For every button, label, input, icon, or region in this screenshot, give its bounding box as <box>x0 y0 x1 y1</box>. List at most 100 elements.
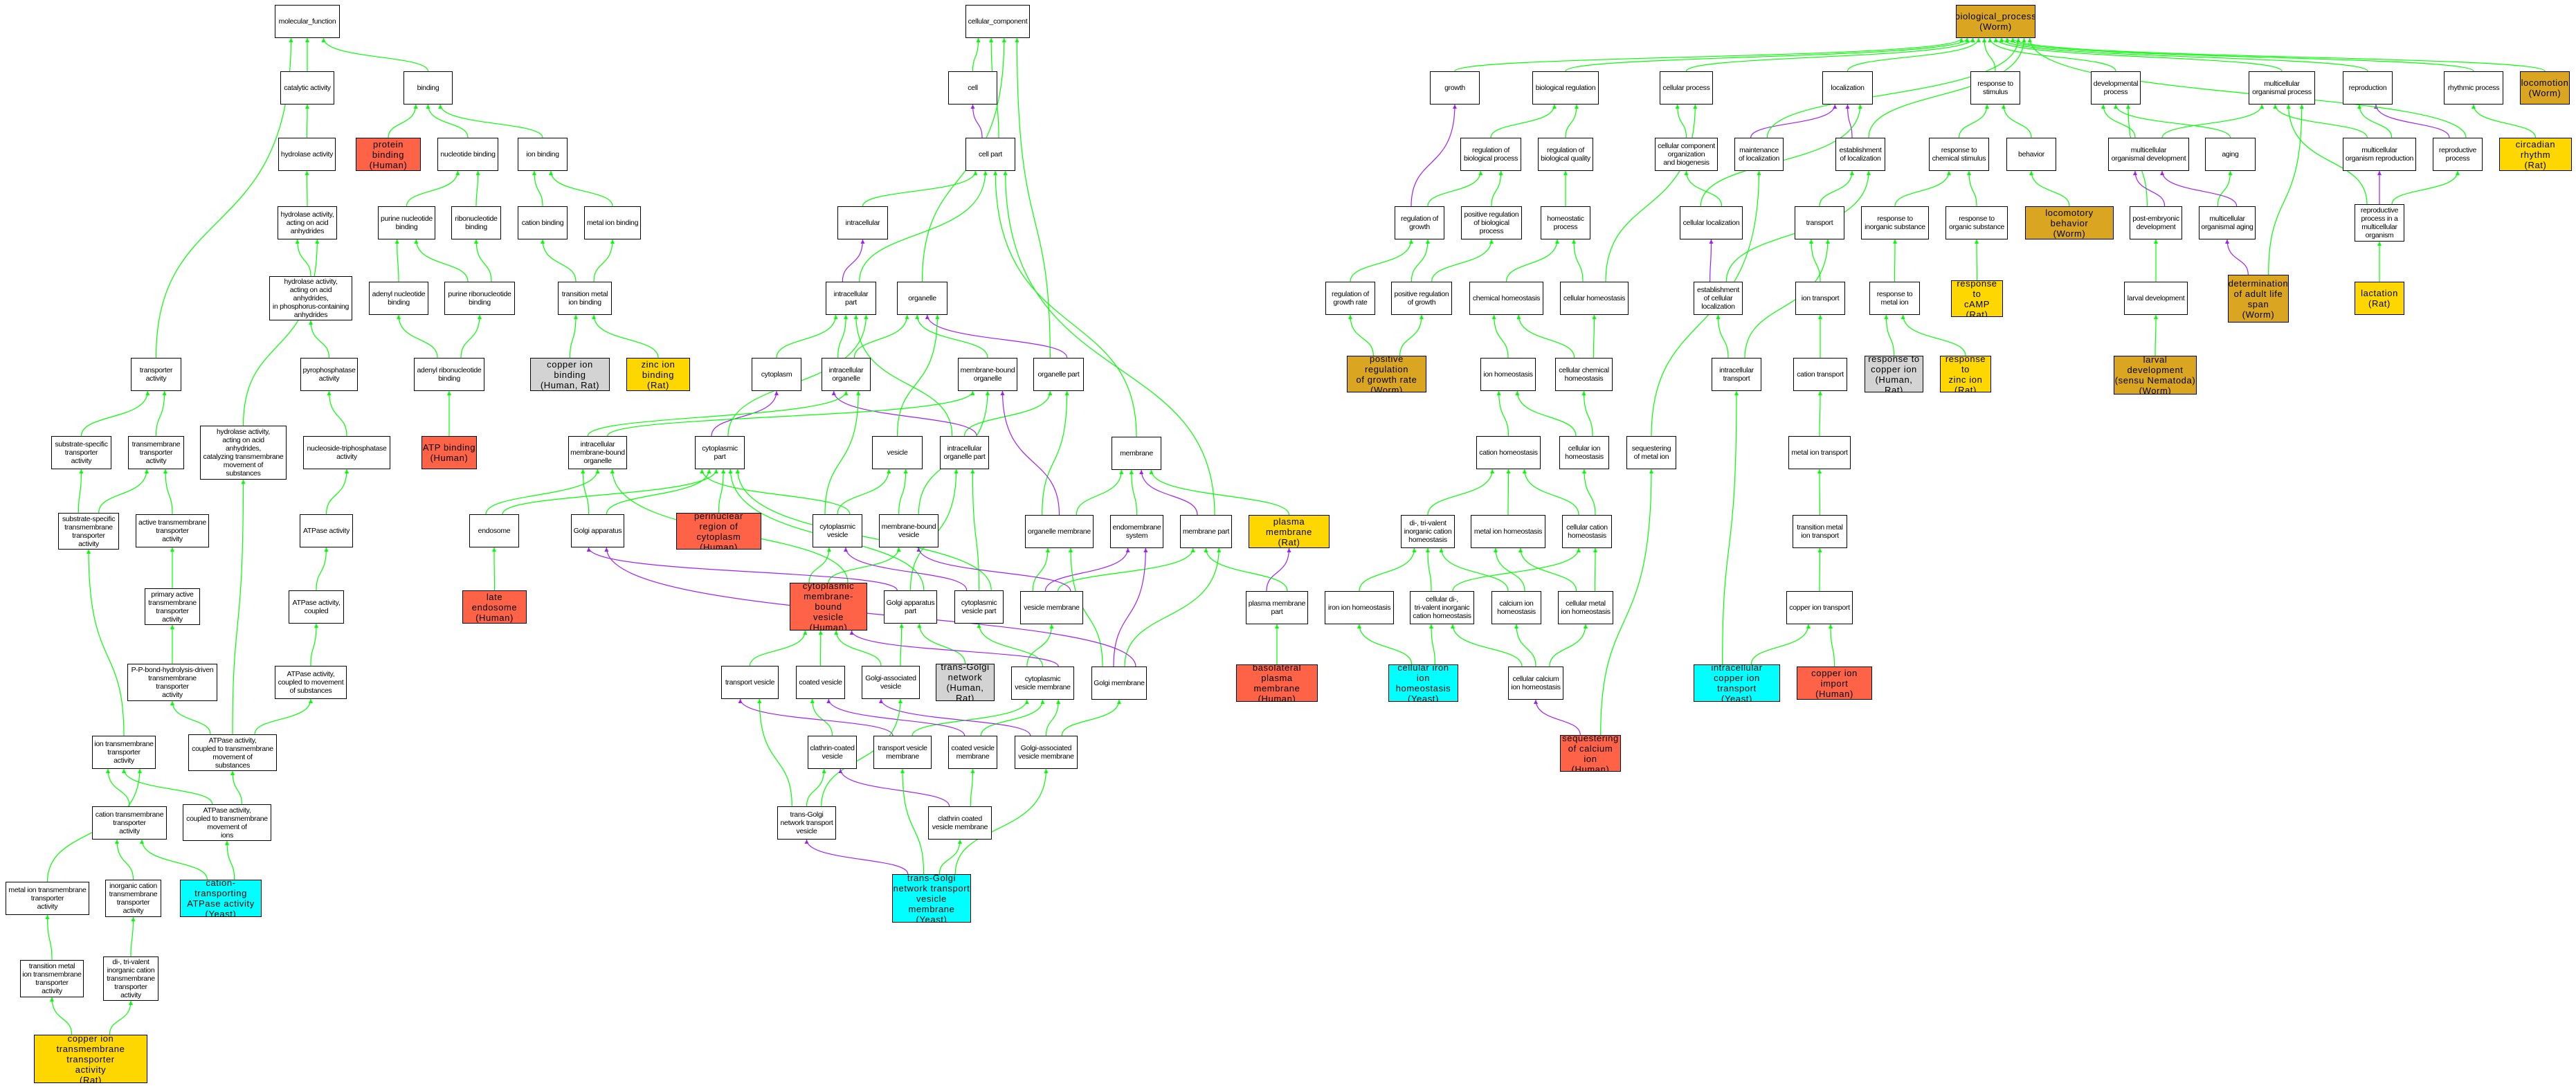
go-term-catatp[interactable]: cation-transporting ATPase activity (Yea… <box>180 880 262 917</box>
go-term-cc[interactable]: cellular_component <box>965 5 1030 38</box>
go-term-mop[interactable]: multicellular organismal process <box>2249 71 2315 105</box>
go-term-vesicle[interactable]: vesicle <box>872 436 923 469</box>
go-term-ionbind[interactable]: ion binding <box>518 138 568 171</box>
go-term-reggrowthrate[interactable]: regulation of growth rate <box>1325 282 1375 315</box>
go-term-organelle[interactable]: organelle <box>897 282 947 315</box>
go-term-ccv[interactable]: clathrin-coated vesicle <box>808 736 857 769</box>
go-term-coatedvmem[interactable]: coated vesicle membrane <box>948 736 997 769</box>
go-term-celliron[interactable]: cellular iron ion homeostasis (Yeast) <box>1388 664 1458 702</box>
go-term-metbind[interactable]: metal ion binding <box>584 206 641 239</box>
go-term-tmbind[interactable]: transition metal ion binding <box>558 282 612 315</box>
go-term-bp[interactable]: biological_process (Worm) <box>1956 5 2035 38</box>
go-term-ionhomeo[interactable]: ion homeostasis <box>1480 358 1536 391</box>
go-term-ccvmem[interactable]: clathrin coated vesicle membrane <box>928 806 992 840</box>
go-term-devproc[interactable]: developmental process <box>2091 71 2141 105</box>
go-term-ditrihomeo[interactable]: di-, tri-valent inorganic cation homeost… <box>1401 515 1455 548</box>
go-term-respcu[interactable]: response to copper ion (Human, Rat) <box>1865 356 1923 392</box>
go-term-locobeh[interactable]: locomotory behavior (Worm) <box>2025 206 2114 239</box>
go-term-intraorg[interactable]: intracellular organelle <box>822 358 871 391</box>
go-term-golgi[interactable]: Golgi apparatus <box>571 514 624 547</box>
go-term-tmiontrans[interactable]: transition metal ion transport <box>1793 515 1847 548</box>
go-term-moa[interactable]: multicellular organismal aging <box>2199 206 2256 239</box>
go-term-basolat[interactable]: basolateral plasma membrane (Human) <box>1236 664 1318 702</box>
go-term-cuimport[interactable]: copper ion import (Human) <box>1797 667 1872 700</box>
go-term-tvmem[interactable]: transport vesicle membrane <box>873 736 932 769</box>
go-term-transp[interactable]: transporter activity <box>131 358 181 391</box>
go-term-ribonuc[interactable]: ribonucleotide binding <box>451 206 501 239</box>
go-term-purribo[interactable]: purine ribonucleotide binding <box>444 282 515 315</box>
go-term-znbind[interactable]: zinc ion binding (Rat) <box>626 358 690 391</box>
go-term-cmbv[interactable]: cytoplasmic membrane-bound vesicle (Huma… <box>790 583 867 631</box>
go-term-cellditri[interactable]: cellular di-, tri-valent inorganic catio… <box>1410 591 1474 624</box>
go-term-circadian[interactable]: circadian rhythm (Rat) <box>2499 138 2572 171</box>
go-term-cellcathomeo[interactable]: cellular cation homeostasis <box>1562 515 1612 548</box>
go-term-adnuc[interactable]: adenyl nucleotide binding <box>369 282 428 315</box>
go-term-mainloc[interactable]: maintenance of localization <box>1734 138 1784 171</box>
go-term-estloc[interactable]: establishment of localization <box>1835 138 1885 171</box>
go-term-rhythm[interactable]: rhythmic process <box>2444 71 2503 105</box>
go-term-cellchemhomeo[interactable]: cellular chemical homeostasis <box>1555 358 1613 391</box>
go-term-cvpart[interactable]: cytoplasmic vesicle part <box>954 590 1004 624</box>
go-term-cellproc[interactable]: cellular process <box>1660 71 1713 105</box>
go-term-atpase[interactable]: ATPase activity <box>300 514 353 547</box>
go-term-cellpart[interactable]: cell part <box>965 138 1015 171</box>
go-term-atptmsubs[interactable]: ATPase activity, coupled to transmembran… <box>188 734 277 771</box>
go-term-protbind[interactable]: protein binding (Human) <box>356 138 421 171</box>
go-term-membrane[interactable]: membrane <box>1112 437 1161 470</box>
go-term-cellhomeo[interactable]: cellular homeostasis <box>1560 282 1629 315</box>
go-term-rpmo[interactable]: reproductive process in a multicellular … <box>2355 204 2404 242</box>
go-term-tv[interactable]: transport vesicle <box>721 666 779 699</box>
go-term-pmpart[interactable]: plasma membrane part <box>1246 591 1308 624</box>
go-term-intratrans[interactable]: intracellular transport <box>1712 358 1761 391</box>
go-term-respmetal[interactable]: response to metal ion <box>1869 282 1920 315</box>
go-term-hydphos[interactable]: hydrolase activity, acting on acid anhyd… <box>269 276 352 320</box>
go-term-cellmethomeo[interactable]: cellular metal ion homeostasis <box>1558 591 1613 624</box>
go-term-cellionhomeo[interactable]: cellular ion homeostasis <box>1559 436 1609 469</box>
go-term-catbind[interactable]: cation binding <box>518 206 568 239</box>
go-term-mf[interactable]: molecular_function <box>275 5 340 38</box>
go-term-sstm[interactable]: substrate-specific transmembrane transpo… <box>58 513 119 550</box>
go-term-ironhomeo[interactable]: iron ion homeostasis <box>1325 591 1394 624</box>
go-term-tgntv[interactable]: trans-Golgi network transport vesicle <box>777 806 836 840</box>
go-term-reggrowth[interactable]: regulation of growth <box>1395 206 1444 239</box>
go-term-larvnem[interactable]: larval development (sensu Nematoda) (Wor… <box>2114 356 2197 395</box>
go-term-estcellloc[interactable]: establishment of cellular localization <box>1694 282 1743 315</box>
go-term-behavior[interactable]: behavior <box>2006 138 2056 171</box>
go-term-pp[interactable]: P-P-bond-hydrolysis-driven transmembrane… <box>127 664 217 701</box>
go-term-nucbind[interactable]: nucleotide binding <box>437 138 498 171</box>
go-term-transport[interactable]: transport <box>1795 206 1844 239</box>
go-term-lactation[interactable]: lactation (Rat) <box>2355 282 2404 315</box>
go-term-mbo[interactable]: membrane-bound organelle <box>958 358 1017 391</box>
go-term-metiontrans[interactable]: metal ion transport <box>1788 436 1851 469</box>
go-term-seqmetal[interactable]: sequestering of metal ion <box>1626 436 1676 469</box>
go-term-mor[interactable]: multicellular organism reproduction <box>2343 138 2416 171</box>
go-term-intrapart[interactable]: intracellular part <box>826 282 876 315</box>
go-term-intraorgpart[interactable]: intracellular organelle part <box>940 436 989 469</box>
go-term-respstim[interactable]: response to stimulus <box>1970 71 2020 105</box>
go-term-ntpase[interactable]: nucleoside-triphosphatase activity <box>303 436 390 469</box>
go-term-hyd[interactable]: hydrolase activity <box>278 138 336 171</box>
go-term-posregbp[interactable]: positive regulation of biological proces… <box>1461 206 1522 239</box>
go-term-cco[interactable]: cellular component organization and biog… <box>1655 138 1718 171</box>
go-term-cytves[interactable]: cytoplasmic vesicle <box>813 514 862 547</box>
go-term-cvmem[interactable]: cytoplasmic vesicle membrane <box>1011 667 1074 700</box>
go-term-cubind[interactable]: copper ion binding (Human, Rat) <box>530 358 610 391</box>
go-term-seqcal[interactable]: sequestering of calcium ion (Human) <box>1560 735 1621 772</box>
go-term-chemhomeo[interactable]: chemical homeostasis <box>1469 282 1543 315</box>
go-term-posreggrowth[interactable]: positive regulation of growth <box>1391 282 1452 315</box>
go-term-respchem[interactable]: response to chemical stimulus <box>1929 138 1989 171</box>
go-term-locomotion[interactable]: locomotion (Worm) <box>2520 71 2570 105</box>
go-term-atpsubs[interactable]: ATPase activity, coupled to movement of … <box>275 666 347 699</box>
go-term-respinorg[interactable]: response to inorganic substance <box>1861 206 1929 239</box>
go-term-resporg[interactable]: response to organic substance <box>1945 206 2008 239</box>
go-term-calhomeo[interactable]: calcium ion homeostasis <box>1491 591 1541 624</box>
go-term-golgipart[interactable]: Golgi apparatus part <box>884 590 937 624</box>
go-term-hydacid[interactable]: hydrolase activity, acting on acid anhyd… <box>278 206 337 239</box>
go-term-inorgcat[interactable]: inorganic cation transmembrane transport… <box>105 880 161 917</box>
go-term-sstrans[interactable]: substrate-specific transporter activity <box>51 436 111 469</box>
go-term-orgmem[interactable]: organelle membrane <box>1025 515 1094 548</box>
go-term-cellcal[interactable]: cellular calcium ion homeostasis <box>1508 667 1563 700</box>
go-term-iontm[interactable]: ion transmembrane transporter activity <box>92 736 156 769</box>
go-term-regbp[interactable]: regulation of biological process <box>1460 138 1521 171</box>
go-term-repro[interactable]: reproduction <box>2343 71 2393 105</box>
